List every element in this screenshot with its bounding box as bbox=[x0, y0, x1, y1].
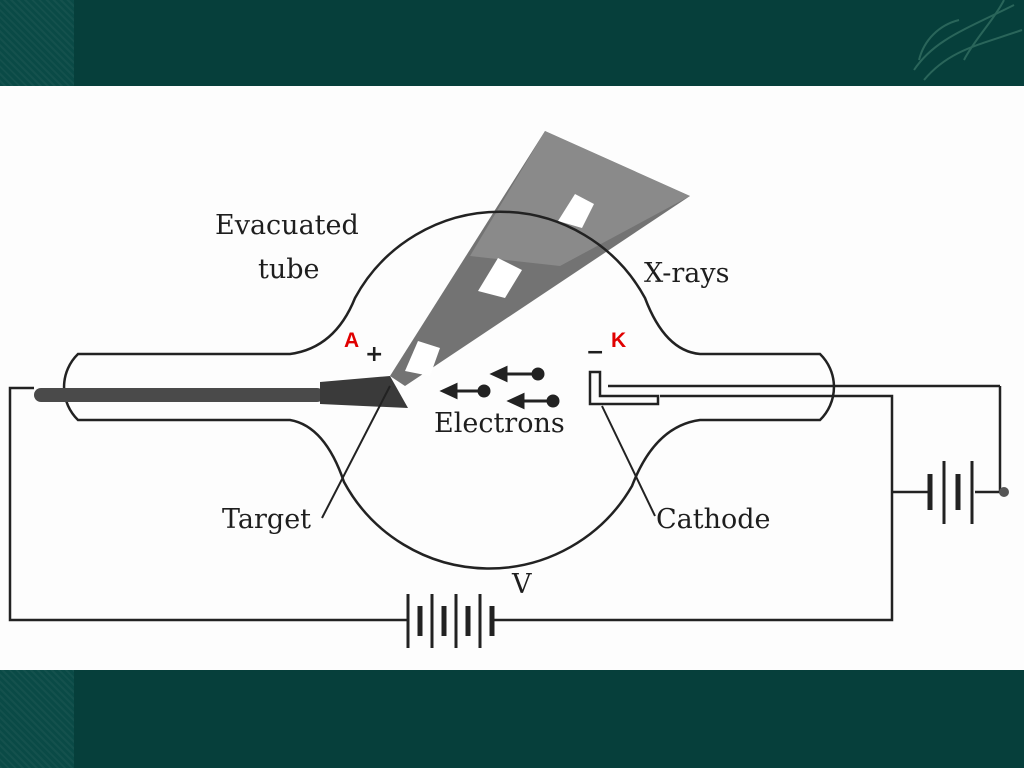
filament-circuit-wire bbox=[975, 386, 1002, 494]
filament-battery bbox=[927, 461, 974, 524]
cathode-label: Cathode bbox=[656, 504, 771, 535]
evacuated-tube-label-line1: Evacuated bbox=[215, 210, 359, 241]
electrons-label: Electrons bbox=[434, 408, 565, 439]
xray-arrow-2 bbox=[478, 258, 522, 298]
diagram-panel: Evacuated tube X-rays Electrons Target C… bbox=[0, 86, 1024, 670]
filament-terminal bbox=[999, 487, 1009, 497]
cathode-leader bbox=[601, 405, 656, 517]
voltage-label: V bbox=[512, 569, 532, 600]
target-block bbox=[320, 376, 408, 408]
main-circuit-wire-right bbox=[493, 394, 894, 622]
target-leader bbox=[321, 385, 391, 519]
cathode-electrode bbox=[588, 370, 660, 406]
main-battery bbox=[406, 594, 495, 648]
xray-tube-diagram bbox=[8, 131, 1009, 648]
evacuated-tube-outline bbox=[62, 210, 836, 570]
xray-arrow-1 bbox=[405, 341, 440, 376]
corner-ornament bbox=[913, 0, 1023, 81]
electron-group bbox=[439, 365, 560, 410]
evacuated-tube-label-line2: tube bbox=[258, 254, 320, 285]
cathode-k-label: K bbox=[611, 329, 627, 352]
anode-label: A bbox=[344, 329, 360, 352]
cathode-minus-sign: − bbox=[586, 340, 605, 365]
anode-plus-sign: + bbox=[365, 342, 384, 367]
anode-rod bbox=[34, 388, 324, 402]
target-label: Target bbox=[222, 504, 312, 535]
xrays-label: X-rays bbox=[644, 258, 730, 289]
main-circuit-wire bbox=[8, 386, 408, 622]
xray-arrow-3 bbox=[558, 194, 594, 228]
